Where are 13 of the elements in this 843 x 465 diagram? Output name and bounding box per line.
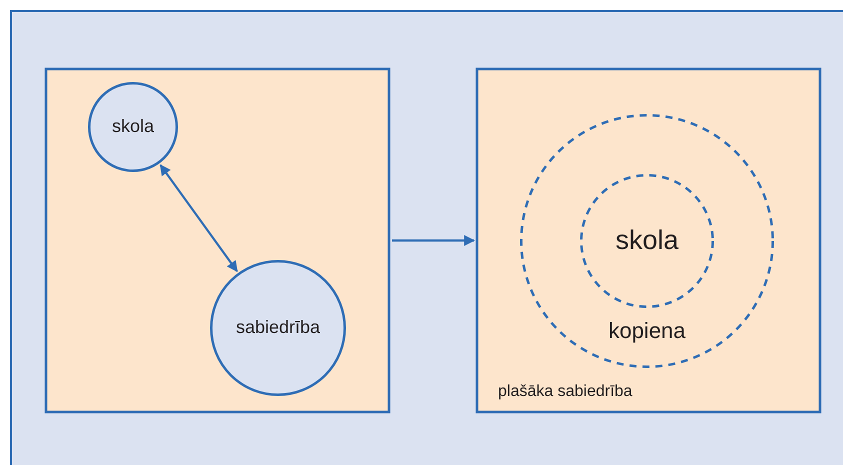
panel-box [45,68,390,413]
dashed-circle [520,114,774,368]
arrow [160,164,238,272]
arrow [392,235,476,246]
dashed-circle [580,174,714,308]
node-label: kopiena [608,318,686,344]
circle-node [210,260,346,396]
node-label: plašāka sabiedrība [498,383,632,401]
node-label: skola [615,226,679,256]
circle-node [88,82,178,172]
node-label: skola [112,117,154,137]
node-label: sabiedrība [236,318,320,338]
panel-box [476,68,821,413]
